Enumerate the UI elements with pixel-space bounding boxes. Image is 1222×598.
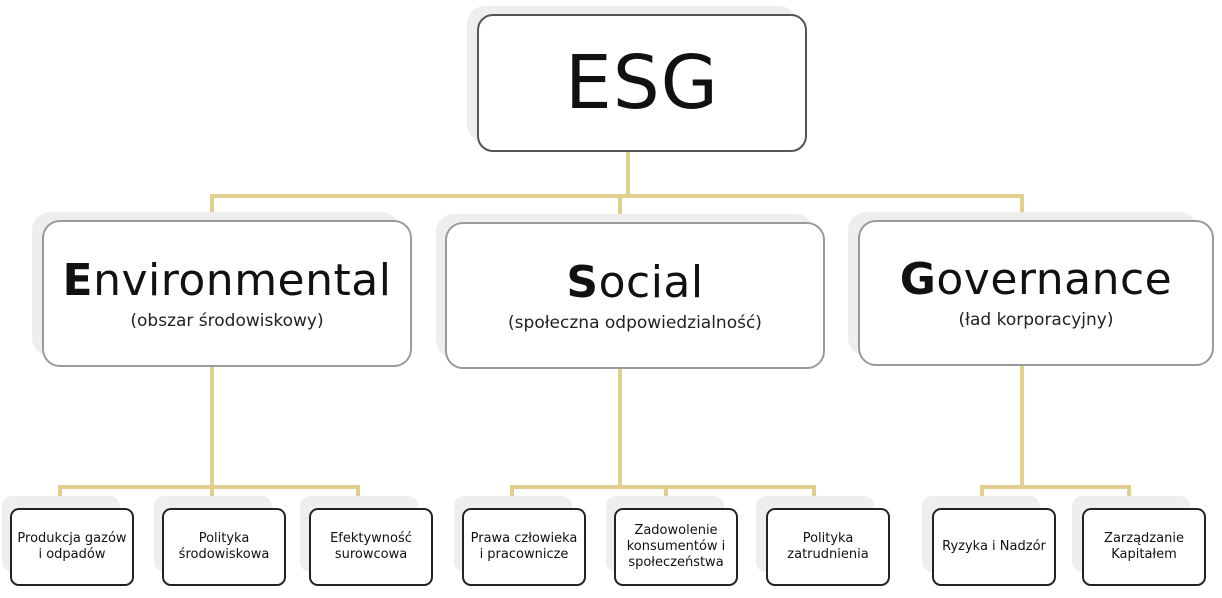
leaf-label: Polityka zatrudnienia bbox=[787, 531, 869, 562]
pillar-environmental: Environmental (obszar środowiskowy) bbox=[42, 220, 412, 367]
leaf-label: Efektywność surowcowa bbox=[330, 531, 412, 562]
pillar-subtitle: (obszar środowiskowy) bbox=[130, 310, 324, 331]
leaf-node: Polityka środowiskowa bbox=[162, 508, 286, 586]
pillar-title: Social bbox=[566, 256, 704, 308]
pillar-subtitle: (ład korporacyjny) bbox=[958, 310, 1114, 330]
pillar-initial: S bbox=[566, 256, 599, 308]
leaf-label: Polityka środowiskowa bbox=[178, 531, 270, 562]
pillar-governance: Governance (ład korporacyjny) bbox=[858, 220, 1214, 366]
leaf-label: Ryzyka i Nadzór bbox=[942, 539, 1046, 554]
pillar-title: Environmental bbox=[62, 254, 392, 306]
pillar-title: Governance bbox=[900, 255, 1172, 305]
leaf-label: Zadowolenie konsumentów i społeczeństwa bbox=[626, 523, 726, 570]
pillar-title-rest: overnance bbox=[936, 254, 1173, 305]
pillar-subtitle: (społeczna odpowiedzialność) bbox=[508, 312, 762, 333]
pillar-social: Social (społeczna odpowiedzialność) bbox=[445, 222, 825, 369]
leaf-node: Polityka zatrudnienia bbox=[766, 508, 890, 586]
leaf-label: Prawa człowieka i pracownicze bbox=[470, 531, 578, 562]
pillar-title-rest: nvironmental bbox=[93, 254, 392, 306]
pillar-initial: G bbox=[899, 254, 937, 305]
leaf-node: Zarządzanie Kapitałem bbox=[1082, 508, 1206, 586]
leaf-label: Zarządzanie Kapitałem bbox=[1104, 531, 1184, 562]
leaf-label: Produkcja gazów i odpadów bbox=[17, 531, 127, 562]
root-node-esg: ESG bbox=[477, 14, 807, 152]
pillar-initial: E bbox=[62, 254, 94, 306]
leaf-node: Zadowolenie konsumentów i społeczeństwa bbox=[614, 508, 738, 586]
root-title: ESG bbox=[564, 40, 720, 126]
leaf-node: Produkcja gazów i odpadów bbox=[10, 508, 134, 586]
pillar-title-rest: ocial bbox=[598, 256, 704, 308]
leaf-node: Ryzyka i Nadzór bbox=[932, 508, 1056, 586]
leaf-node: Efektywność surowcowa bbox=[309, 508, 433, 586]
leaf-node: Prawa człowieka i pracownicze bbox=[462, 508, 586, 586]
